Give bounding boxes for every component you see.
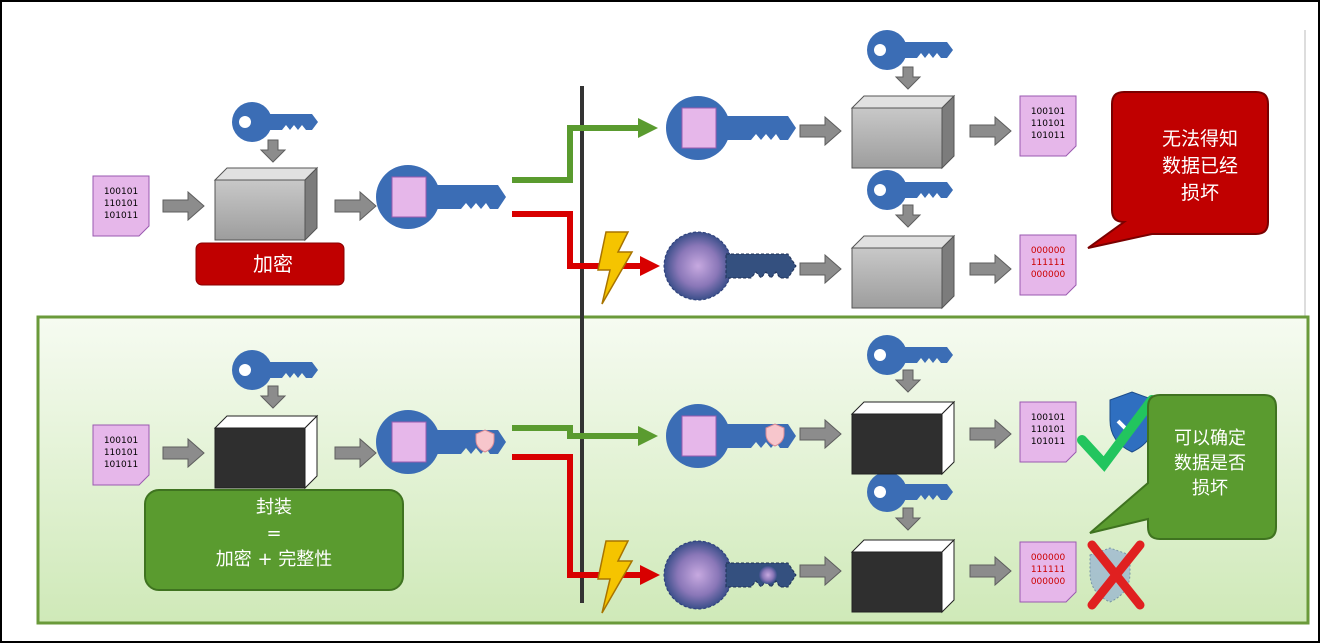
lightning-icon [597,231,634,614]
doc-line: 110101 [1031,425,1065,435]
encrypt-label: 加密 [253,252,293,276]
seal-tag [144,489,404,591]
encrypt-tag [195,242,345,286]
flow-arrows [162,66,1012,587]
doc-line: 101011 [104,460,138,470]
doc-line: 111111 [1031,258,1065,268]
doc-line: 000000 [1031,270,1066,280]
encrypted-key-icon [376,96,797,610]
doc-line: 000000 [1031,553,1066,563]
seal-label: 封装 = 加密 + 完整性 [215,497,333,570]
doc-line: 100101 [104,187,138,197]
doc-line: 000000 [1031,246,1066,256]
doc-line: 000000 [1031,577,1066,587]
doc-line: 110101 [104,448,138,458]
binary-document-icon: 100101 110101 101011 100101 110101 10101… [92,95,1077,603]
doc-line: 101011 [1031,131,1065,141]
callout-top [1087,91,1269,249]
doc-line: 110101 [1031,119,1065,129]
doc-line: 111111 [1031,565,1065,575]
callout-bottom [1089,394,1277,540]
doc-line: 101011 [1031,437,1065,447]
doc-line: 100101 [1031,107,1065,117]
doc-line: 100101 [104,436,138,446]
doc-line: 110101 [104,199,138,209]
check-icon [1077,395,1157,472]
callout-bottom-text: 可以确定 数据是否 损坏 [1174,428,1246,499]
doc-line: 101011 [104,211,138,221]
cipher-box-icon [213,94,956,614]
callout-top-text: 无法得知 数据已经 损坏 [1161,128,1238,204]
doc-line: 100101 [1031,413,1065,423]
cross-icon [1087,540,1145,610]
key-icon [232,30,953,512]
